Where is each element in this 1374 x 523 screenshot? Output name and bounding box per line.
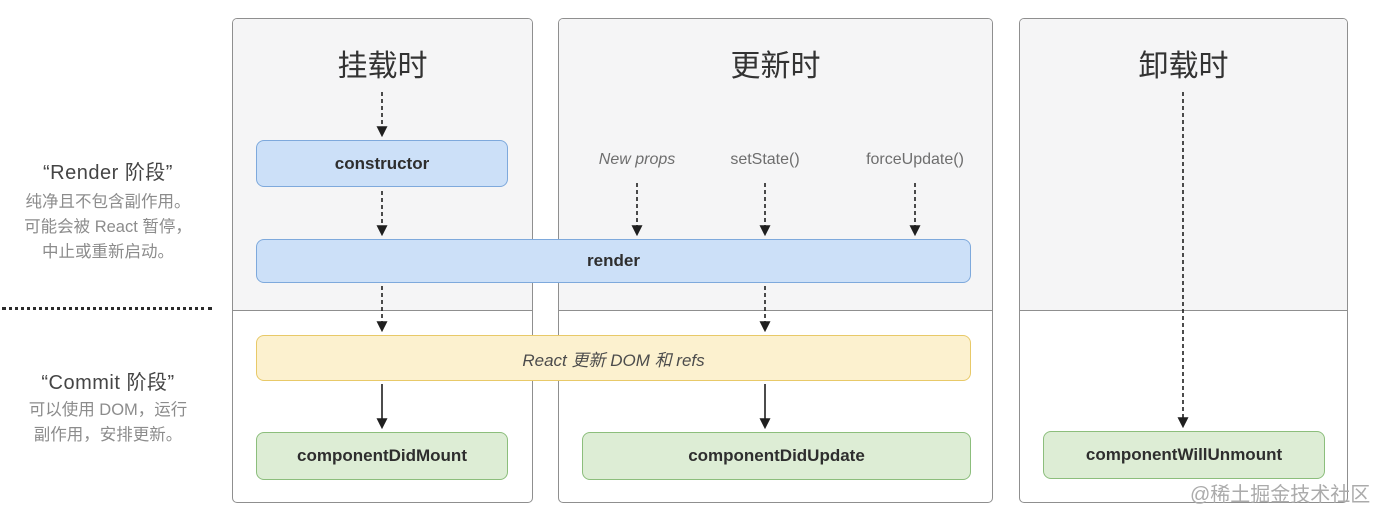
render-phase-line-2: 可能会被 React 暂停， [24,218,192,236]
render-phase-description: 纯净且不包含副作用。 可能会被 React 暂停， 中止或重新启动。 [0,190,216,265]
render-phase-line-1: 纯净且不包含副作用。 [25,193,191,211]
commit-phase-line-1: 可以使用 DOM，运行 [28,401,188,419]
column-unmounting-title: 卸载时 [1138,50,1229,83]
component-did-update-box: componentDidUpdate [582,432,971,480]
trigger-setstate: setState() [730,151,800,168]
commit-phase-line-2: 副作用，安排更新。 [33,426,183,444]
juejin-watermark: @稀土掘金技术社区 [1190,484,1371,506]
render-box: render [256,239,971,283]
trigger-forceupdate: forceUpdate() [866,151,964,168]
trigger-new-props: New props [598,151,676,168]
phase-sidebar: “Render 阶段” 纯净且不包含副作用。 可能会被 React 暂停， 中止… [0,0,216,523]
component-did-mount-box: componentDidMount [256,432,508,480]
render-phase-title: “Render 阶段” [43,162,173,184]
constructor-box: constructor [256,140,508,187]
commit-phase-description: 可以使用 DOM，运行 副作用，安排更新。 [0,398,216,448]
commit-phase-title: “Commit 阶段” [41,372,175,394]
component-will-unmount-box: componentWillUnmount [1043,431,1325,479]
render-phase-line-3: 中止或重新启动。 [42,243,174,261]
react-updates-dom-refs-box: React 更新 DOM 和 refs [256,335,971,381]
column-updating-title: 更新时 [730,50,821,83]
column-mounting-title: 挂载时 [337,50,428,83]
phase-divider-dotted-line [2,307,212,310]
